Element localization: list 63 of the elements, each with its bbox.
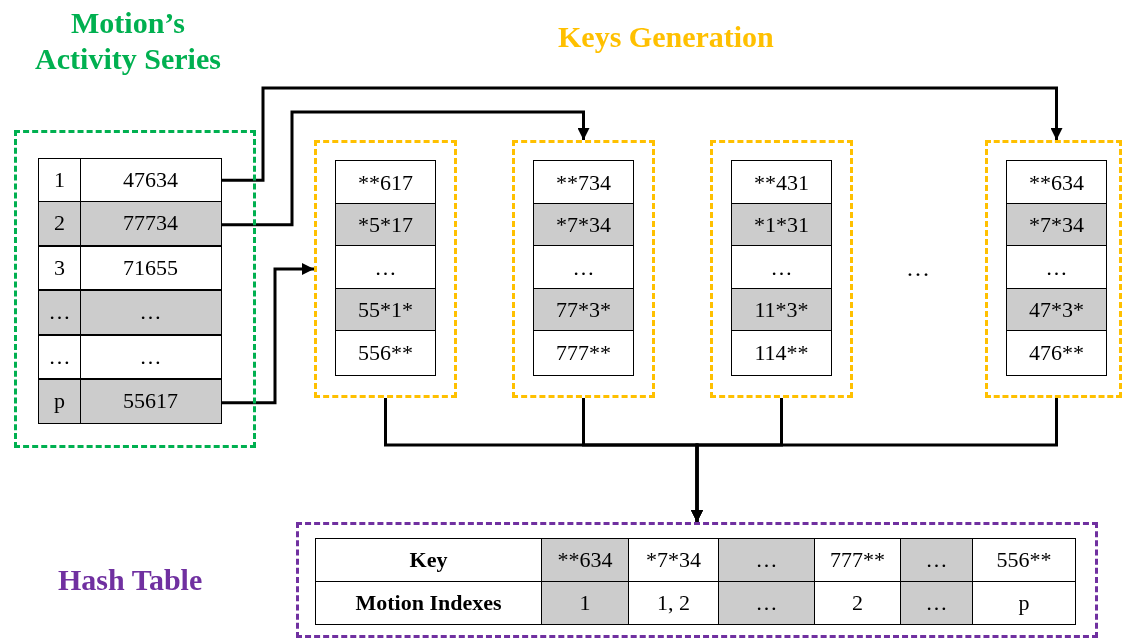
key-cell: *7*34 <box>1006 202 1107 248</box>
table-row <box>38 334 222 379</box>
connector-arrow <box>222 110 590 227</box>
key-cell: **734 <box>533 160 634 206</box>
table-cell: 777** <box>815 539 901 582</box>
index-cell-text: 2 <box>53 209 66 238</box>
group-heading: Motion’s Activity Series <box>34 5 222 77</box>
table-cell: **634 <box>542 539 629 582</box>
table-cell: … <box>901 539 973 582</box>
value-cell: … <box>80 291 220 334</box>
table-cell: … <box>719 582 815 625</box>
key-cell: 77*3* <box>533 287 634 333</box>
value-cell: 55617 <box>80 380 220 423</box>
table-cell: 556** <box>973 539 1076 582</box>
table-cell: 2 <box>815 582 901 625</box>
dashed-group-frame <box>314 140 457 398</box>
value-cell: … <box>80 335 220 378</box>
index-cell-text: … <box>47 298 72 327</box>
table-row <box>38 201 222 246</box>
key-cell: *5*17 <box>335 202 436 248</box>
table-row <box>38 158 222 203</box>
key-cell: 777** <box>533 330 634 376</box>
key-cell: 556** <box>335 330 436 376</box>
table-cell: *7*34 <box>629 539 719 582</box>
key-cell: **617 <box>335 160 436 206</box>
key-cell: … <box>533 245 634 291</box>
index-cell-text: p <box>53 387 66 416</box>
table-cell: 1, 2 <box>629 582 719 625</box>
index-cell-text: 3 <box>53 253 66 282</box>
key-cell: 55*1* <box>335 287 436 333</box>
key-cell: *1*31 <box>731 202 832 248</box>
connector-arrow <box>222 263 314 405</box>
key-cell: *7*34 <box>533 202 634 248</box>
table-cell: 1 <box>542 582 629 625</box>
key-cell: 11*3* <box>731 287 832 333</box>
table-cell: … <box>901 582 973 625</box>
table-row <box>38 245 222 290</box>
table-cell: p <box>973 582 1076 625</box>
dashed-group-frame <box>985 140 1122 398</box>
key-cell: 47*3* <box>1006 287 1107 333</box>
dashed-group-frame <box>710 140 853 398</box>
key-cell: … <box>1006 245 1107 291</box>
group-heading: Hash Table <box>58 562 203 598</box>
dashed-group-frame <box>512 140 655 398</box>
key-cell: … <box>335 245 436 291</box>
header-cell: Key <box>316 539 542 582</box>
table-row <box>38 379 222 424</box>
index-cell-text: … <box>47 342 72 371</box>
ellipsis: … <box>906 255 930 282</box>
key-cell: **431 <box>731 160 832 206</box>
key-cell: … <box>731 245 832 291</box>
section-heading: Keys Generation <box>558 20 774 54</box>
index-cell-text: 1 <box>53 166 66 195</box>
connector-arrow <box>222 86 1063 182</box>
header-cell: Motion Indexes <box>316 582 542 625</box>
value-cell: 77734 <box>80 202 220 245</box>
table-row <box>38 290 222 335</box>
key-cell: **634 <box>1006 160 1107 206</box>
table-cell: … <box>719 539 815 582</box>
key-cell: 476** <box>1006 330 1107 376</box>
key-cell: 114** <box>731 330 832 376</box>
connector-arrow <box>691 398 1058 522</box>
value-cell: 71655 <box>80 246 220 289</box>
